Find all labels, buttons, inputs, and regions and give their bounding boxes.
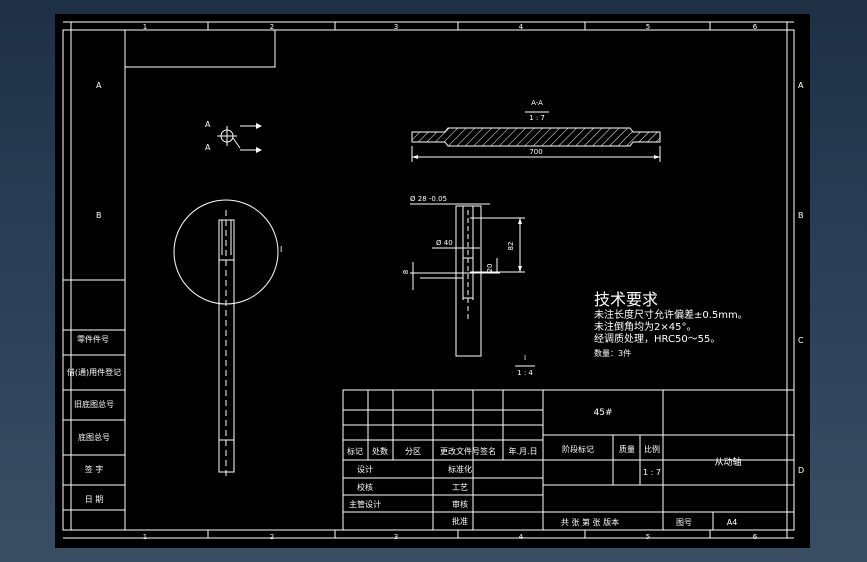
zone-col-label: 5 [646, 23, 650, 31]
zone-col-label: 2 [270, 533, 274, 541]
title-block: 45# 标记 处数 分区 更改文件号 签名 年.月.日 设计 校核 主管设计 标… [342, 389, 795, 531]
role-label: 工艺 [452, 483, 468, 492]
role-label: 设计 [357, 464, 373, 474]
detail-label: I [524, 354, 526, 362]
zone-row-label: A [96, 81, 102, 90]
zone-col-label: 1 [143, 533, 147, 541]
zone-col-label: 6 [753, 533, 758, 541]
rev-header: 标记 [347, 446, 363, 456]
left-strip-3: 底图总号 [78, 432, 110, 442]
role-label: 校核 [357, 482, 373, 492]
zone-col-label: 3 [394, 23, 398, 31]
tech-req-title: 技术要求 [594, 290, 658, 309]
dim-height: 82 [507, 242, 515, 251]
detail-view-i: Ø 28 -0.05 Ø 40 82 20 8 I 1 : 4 [402, 195, 535, 377]
rev-header: 更改文件号 [440, 446, 480, 456]
tech-req-line1: 未注长度尺寸允许偏差±0.5mm。 [594, 308, 748, 321]
weight-label: 质量 [619, 444, 635, 454]
section-mark-a1: A [205, 120, 211, 129]
role-label: 批准 [452, 516, 468, 526]
dim-short: 20 [486, 264, 494, 273]
zone-col-label: 2 [270, 23, 274, 31]
section-label: A-A [531, 99, 543, 107]
dim-shaft: Ø 28 -0.05 [410, 195, 447, 203]
section-marker-group: A A [205, 120, 262, 153]
sheet-size: A4 [727, 518, 738, 527]
tech-req-line3: 经调质处理，HRC50～55。 [594, 332, 720, 345]
sheet-label: 图号 [676, 518, 692, 527]
zone-col-label: 4 [519, 533, 524, 541]
role-label: 主管设计 [349, 499, 381, 509]
zone-col-label: 5 [646, 533, 650, 541]
role-label: 标准化 [448, 464, 472, 474]
top-left-box [124, 29, 276, 68]
part-name: 从动轴 [714, 456, 741, 468]
rev-header: 年.月.日 [508, 446, 537, 456]
rev-header: 处数 [372, 446, 388, 456]
scale-label: 比例 [644, 444, 660, 454]
shaft-side-view: I [173, 199, 282, 480]
zone-col-label: 3 [394, 533, 398, 541]
section-scale: 1 : 7 [529, 114, 545, 122]
zone-col-label: 6 [753, 23, 758, 31]
detail-scale: 1 : 4 [517, 369, 533, 377]
tech-req-line2: 未注倒角均为2×45°。 [594, 320, 696, 333]
left-strip-4: 签 字 [85, 464, 104, 474]
role-label: 审核 [452, 499, 468, 509]
left-strip: 零件件号 借(通)用件登记 旧底图总号 底图总号 签 字 日 期 [62, 329, 126, 511]
left-strip-5: 日 期 [85, 495, 104, 504]
zone-row-label: D [798, 466, 804, 475]
section-view-aa: A-A 1 : 7 700 [411, 99, 661, 162]
section-mark-a2: A [205, 143, 211, 152]
sheet-count: 共 张 第 张 版本 [561, 517, 619, 527]
scale-value: 1 : 7 [643, 468, 661, 477]
material: 45# [594, 408, 613, 418]
left-top-cell: 零件件号 [77, 334, 109, 344]
dim-key: 8 [402, 270, 410, 274]
tech-req-qty: 数量：3件 [594, 348, 631, 358]
left-strip-1: 借(通)用件登记 [67, 367, 121, 377]
left-strip-2: 旧底图总号 [74, 399, 114, 409]
dim-hub: Ø 40 [436, 239, 453, 247]
technical-requirements: 技术要求 未注长度尺寸允许偏差±0.5mm。 未注倒角均为2×45°。 经调质处… [594, 290, 748, 358]
detail-mark: I [280, 245, 282, 254]
stage-label: 阶段标记 [562, 444, 594, 454]
zone-row-label: A [798, 81, 804, 90]
rev-header: 分区 [405, 447, 421, 456]
zone-row-label: B [798, 211, 804, 220]
rev-header: 签名 [480, 446, 496, 456]
section-length: 700 [529, 148, 542, 156]
zone-col-label: 4 [519, 23, 524, 31]
zone-row-label: C [798, 336, 804, 345]
zone-col-label: 1 [143, 23, 147, 31]
zone-row-label: B [96, 211, 102, 220]
